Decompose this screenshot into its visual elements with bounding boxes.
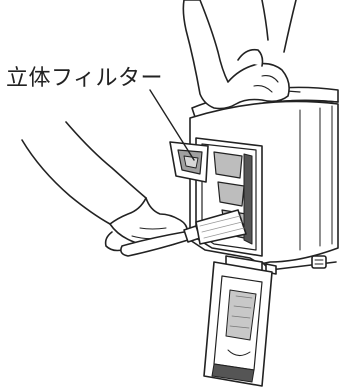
hinged-door: [203, 255, 277, 387]
callout-leader-line: [149, 89, 195, 161]
callout-label-3d-filter: 立体フィルター: [6, 66, 164, 91]
3d-filter-piece: [169, 141, 209, 183]
cleaning-brush: [120, 209, 247, 257]
top-hand: [182, 0, 297, 110]
bottom-hand: [21, 121, 188, 252]
